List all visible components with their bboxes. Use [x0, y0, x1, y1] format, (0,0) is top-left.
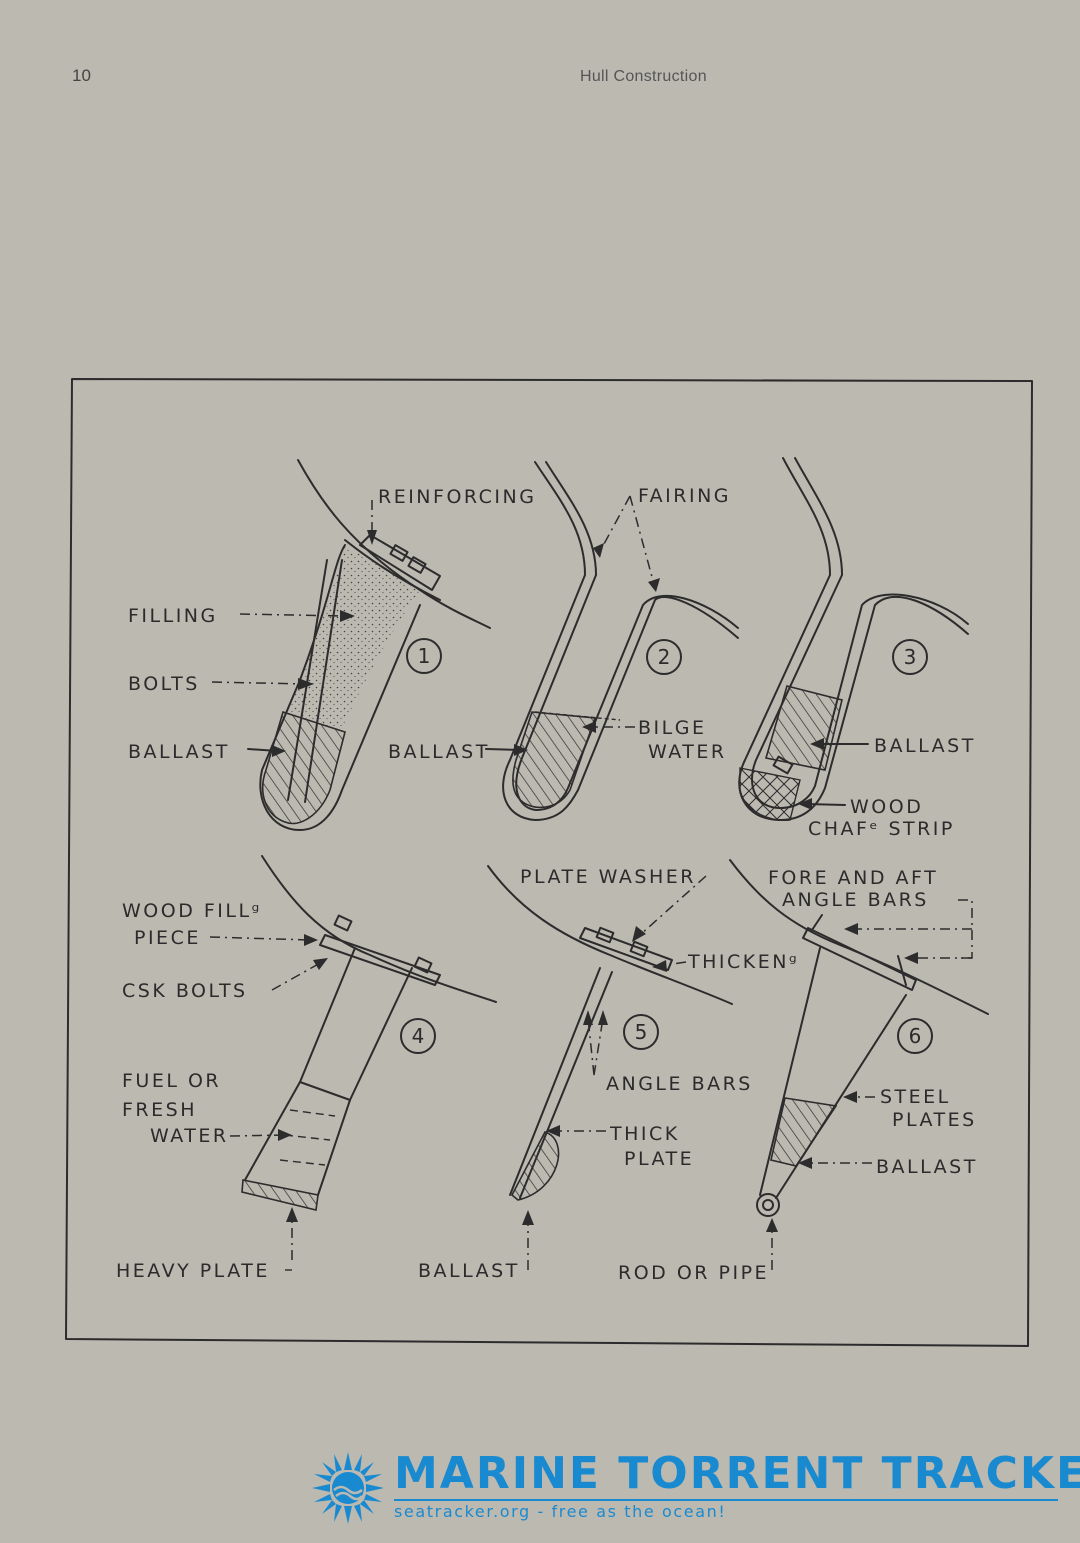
label-ballast-1: BALLAST	[128, 741, 230, 763]
label-reinforcing: REINFORCING	[378, 486, 536, 508]
diagram-number-1-text: 1	[418, 644, 431, 668]
label-rod-or-pipe: ROD OR PIPE	[618, 1262, 769, 1284]
diagram-4: 4 WOOD FILLᵍ PIECE CSK BOLTS FUEL OR FRE…	[116, 855, 497, 1282]
label-plate-washer: PLATE WASHER	[520, 866, 696, 888]
diagram-6: 6 FORE AND AFT ANGLE BARS STEEL PLATES B…	[618, 859, 989, 1284]
label-ballast-6: BALLAST	[876, 1156, 978, 1178]
diagram-number-5	[623, 1014, 659, 1050]
label-piece: PIECE	[134, 927, 201, 949]
label-fore-and-aft: FORE AND AFT	[768, 867, 938, 889]
label-wood-filling: WOOD FILLᵍ	[122, 900, 262, 922]
label-filling: FILLING	[128, 605, 218, 627]
diagram-number-4	[400, 1018, 436, 1054]
watermark-rule	[394, 1499, 1058, 1501]
label-fuel-or: FUEL OR	[122, 1070, 221, 1092]
label-heavy-plate: HEAVY PLATE	[116, 1260, 270, 1282]
diagram-number-5-text: 5	[635, 1020, 648, 1044]
label-water-4: WATER	[150, 1125, 229, 1147]
diagram-number-6-text: 6	[909, 1024, 922, 1048]
page-number: 10	[72, 66, 91, 85]
diagram-number-6	[897, 1018, 933, 1054]
running-head: Hull Construction	[580, 68, 707, 85]
label-water: WATER	[648, 741, 727, 763]
label-csk-bolts: CSK BOLTS	[122, 980, 248, 1002]
label-thick: THICK	[609, 1123, 680, 1145]
watermark-banner: MARINE TORRENT TRACKER seatracker.org - …	[310, 1450, 1080, 1530]
label-ballast-3: BALLAST	[874, 735, 976, 757]
sun-icon	[312, 1452, 384, 1524]
diagram-number-2-text: 2	[658, 645, 671, 669]
label-bilge: BILGE	[638, 717, 706, 739]
label-fresh: FRESH	[122, 1099, 197, 1121]
diagram-5: 5 PLATE WASHER THICKENᵍ ANGLE BARS THICK…	[418, 865, 799, 1282]
diagram-number-3-text: 3	[904, 645, 917, 669]
diagram-3: 3 BALLAST WOOD CHAFᵉ STRIP	[738, 457, 976, 840]
label-fairing: FAIRING	[638, 485, 731, 507]
label-angle-bars-6: ANGLE BARS	[782, 889, 929, 911]
diagram-number-2	[646, 639, 682, 675]
label-plate: PLATE	[624, 1148, 694, 1170]
watermark-title: MARINE TORRENT TRACKER	[394, 1448, 1080, 1499]
label-bolts: BOLTS	[128, 673, 200, 695]
label-plates: PLATES	[892, 1109, 977, 1131]
page-header: 10 Hull Construction	[0, 66, 1080, 90]
label-thickeng: THICKENᵍ	[687, 951, 799, 973]
diagram-number-4-text: 4	[412, 1024, 425, 1048]
label-wood: WOOD	[850, 796, 923, 818]
label-ballast-2: BALLAST	[388, 741, 490, 763]
watermark-tagline: seatracker.org - free as the ocean!	[394, 1502, 727, 1521]
diagram-number-1	[406, 638, 442, 674]
diagram-1: 1 REINFORCING FILLING BOLTS BALLAST	[128, 459, 536, 831]
diagram-number-3	[892, 639, 928, 675]
figure-frame	[65, 378, 1033, 1347]
label-steel: STEEL	[880, 1086, 951, 1108]
diagram-2: 2 FAIRING BILGE WATER BALLAST	[388, 461, 739, 821]
label-ballast-5: BALLAST	[418, 1260, 520, 1282]
rod-or-pipe	[756, 1193, 780, 1217]
label-angle-bars: ANGLE BARS	[606, 1073, 753, 1095]
label-chafe-strip: CHAFᵉ STRIP	[808, 818, 955, 840]
